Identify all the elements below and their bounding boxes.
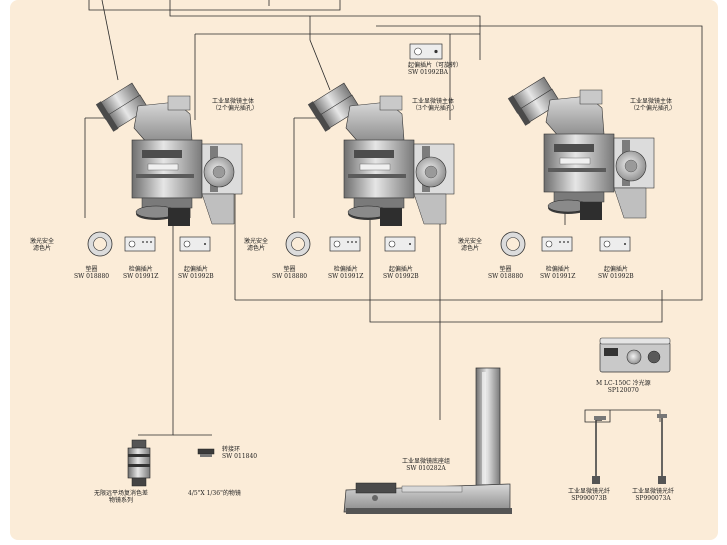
polarizer-name-3: 检偏插片 — [545, 266, 570, 273]
microscope-1-name: 工业显微镜主体 — [212, 98, 255, 105]
polarizer-label-1: 检偏插片 SW 01991Z — [123, 266, 158, 280]
microscope-2-label: 工业显微镜主体 （3个偏光插孔） — [412, 98, 458, 112]
stand-code: SW 010282A — [406, 465, 446, 472]
microscope-3-ports: （2个偏光插孔） — [630, 105, 676, 112]
light-source-label: M LC-150C 冷光源 SP120070 — [596, 380, 651, 394]
microscope-1-label: 工业显微镜主体 （2个偏光插孔） — [212, 98, 258, 112]
analyzer-label-3: 起偏插片 SW 01992B — [598, 266, 634, 280]
spacer-label-1: 垫圈 SW 018880 — [74, 266, 109, 280]
fiber-name-2: 工业显微镜光纤 — [632, 488, 675, 495]
analyzer-code-3: SW 01992B — [598, 273, 634, 280]
laser-filter-text-2b: 滤色片 — [247, 245, 266, 252]
spacer-name-1: 垫圈 — [85, 266, 98, 273]
analyzer-name-2: 起偏插片 — [388, 266, 413, 273]
rotating-analyzer-label: 起偏插片（可旋转） SW 01992BA — [408, 62, 462, 76]
analyzer-slider-1 — [179, 236, 211, 252]
background-panel: 工业显微镜主体 （2个偏光插孔） 工业显微镜主体 （3个偏光插孔） 工业显微镜主… — [10, 0, 718, 540]
light-source-code: SP120070 — [607, 387, 639, 394]
adapter-name: 转接环 — [222, 446, 241, 453]
rotating-analyzer-name: 起偏插片（可旋转） — [408, 62, 463, 69]
microscope-3-name: 工业显微镜主体 — [630, 98, 673, 105]
analyzer-code-2: SW 01992B — [383, 273, 419, 280]
stand-name: 工业显微镜底座组 — [402, 458, 451, 465]
polarizer-code-2: SW 01991Z — [328, 273, 364, 280]
thread-objective-label: 4/5"X 1/36"的物镜 — [188, 490, 241, 497]
light-source-name: M LC-150C 冷光源 — [596, 380, 651, 387]
analyzer-slider-3 — [599, 236, 631, 252]
spacer-code-3: SW 018880 — [488, 273, 524, 280]
spacer-label-2: 垫圈 SW 018880 — [272, 266, 307, 280]
spacer-code-1: SW 018880 — [74, 273, 110, 280]
polarizer-label-2: 检偏插片 SW 01991Z — [328, 266, 363, 280]
spacer-ring-3 — [500, 231, 526, 257]
microscope-2-ports: （3个偏光插孔） — [412, 105, 458, 112]
cold-light-source — [599, 337, 671, 373]
polarizer-name-1: 检偏插片 — [128, 266, 153, 273]
spacer-ring-1 — [87, 231, 113, 257]
fiber-name-1: 工业显微镜光纤 — [568, 488, 611, 495]
objectives-name: 无限远平场复消色差 — [94, 490, 149, 497]
polarizer-slider-1 — [124, 236, 156, 252]
laser-filter-text-1b: 滤色片 — [33, 245, 52, 252]
analyzer-name-1: 起偏插片 — [183, 266, 208, 273]
analyzer-slider-2 — [384, 236, 416, 252]
fiber-code-2: SP990073A — [635, 495, 671, 502]
adapter-ring — [197, 448, 215, 457]
fiber-label-2: 工业显微镜光纤 SP990073A — [632, 488, 674, 502]
polarizer-code-1: SW 01991Z — [123, 273, 159, 280]
spacer-code-2: SW 018880 — [272, 273, 308, 280]
fiber-code-1: SP990073B — [571, 495, 607, 502]
objective-lens — [127, 439, 151, 487]
spacer-name-3: 垫圈 — [499, 266, 512, 273]
laser-filter-label-2: 激光安全 滤色片 — [244, 238, 268, 252]
objectives-series: 物镜系列 — [109, 497, 134, 504]
fiber-ends — [592, 414, 667, 484]
fiber-label-1: 工业显微镜光纤 SP990073B — [568, 488, 610, 502]
laser-filter-text-2a: 激光安全 — [244, 238, 269, 245]
diagram-drawing — [10, 0, 718, 540]
analyzer-code-1: SW 01992B — [178, 273, 214, 280]
adapter-code: SW 011840 — [222, 453, 258, 460]
spacer-label-3: 垫圈 SW 018880 — [488, 266, 523, 280]
laser-filter-label-3: 激光安全 滤色片 — [458, 238, 482, 252]
microscope-2-name: 工业显微镜主体 — [412, 98, 455, 105]
polarizer-slider-2 — [329, 236, 361, 252]
adapter-label: 转接环 SW 011840 — [222, 446, 257, 460]
polarizer-slider-3 — [541, 236, 573, 252]
analyzer-label-2: 起偏插片 SW 01992B — [383, 266, 419, 280]
laser-filter-label-1: 激光安全 滤色片 — [30, 238, 54, 252]
polarizer-label-3: 检偏插片 SW 01991Z — [540, 266, 575, 280]
microscope-stand — [343, 367, 512, 514]
microscope-1-ports: （2个偏光插孔） — [212, 105, 258, 112]
spacer-name-2: 垫圈 — [283, 266, 296, 273]
laser-filter-text-3a: 激光安全 — [458, 238, 483, 245]
stand-label: 工业显微镜底座组 SW 010282A — [402, 458, 450, 472]
rotating-analyzer-code: SW 01992BA — [408, 69, 449, 76]
laser-filter-text-3b: 滤色片 — [461, 245, 480, 252]
polarizer-name-2: 检偏插片 — [333, 266, 358, 273]
microscope-3-label: 工业显微镜主体 （2个偏光插孔） — [630, 98, 676, 112]
polarizer-code-3: SW 01991Z — [540, 273, 576, 280]
rotating-analyzer-slider — [409, 43, 443, 60]
objectives-label: 无限远平场复消色差 物镜系列 — [94, 490, 148, 504]
analyzer-label-1: 起偏插片 SW 01992B — [178, 266, 214, 280]
spacer-ring-2 — [285, 231, 311, 257]
laser-filter-text-1a: 激光安全 — [30, 238, 55, 245]
analyzer-name-3: 起偏插片 — [603, 266, 628, 273]
